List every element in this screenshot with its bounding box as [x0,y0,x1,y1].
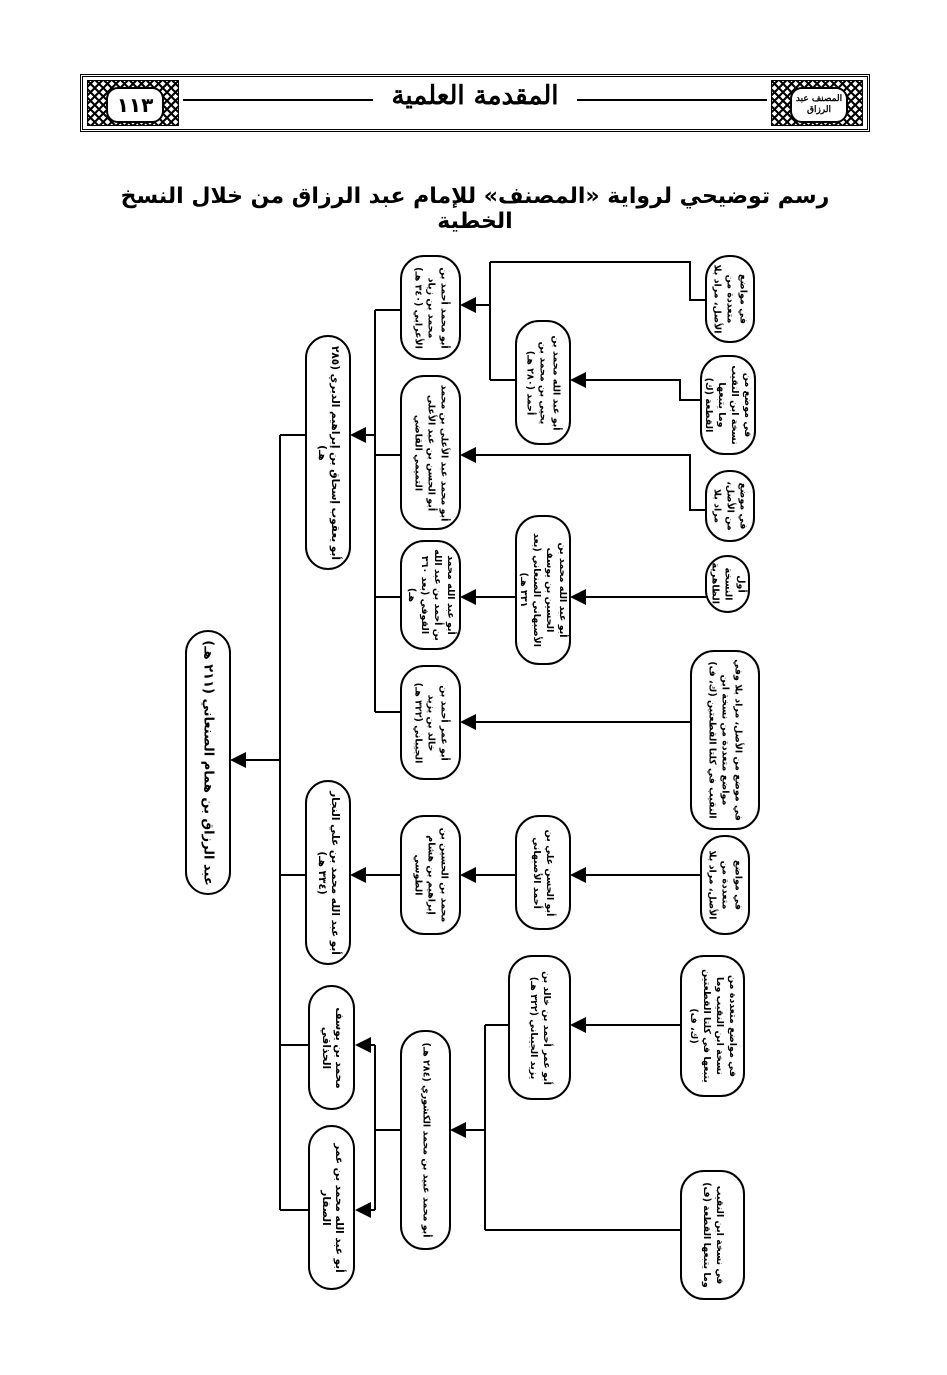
node-ibn-yahya: أبو عبد الله محمد بن يحيى بن محمد بن أحم… [515,320,571,445]
node-label: في نسخة ابن النقيب وما يتبعها القطعة (ف) [700,1182,725,1288]
node-alhudhaqi: محمد بن يوسف الحذاقي [308,985,355,1110]
node-label: أبو عبد الله محمد بن عمر الصفار [319,1142,345,1273]
node-label: أبو عبد الله محمد بن يحيى بن محمد بن أحم… [524,334,562,431]
node-altusi: محمد بن الحسين بن إبراهيم بن هشام الطوسي [400,815,461,935]
book-logo-ornament: المصنف عبد الرزاق [771,80,863,126]
node-label: في مواضع متعددة من نسخة ابن النقيب وما ي… [687,969,738,1083]
node-label: في موضع من الأصل، مراد بلا وفي مواضع متع… [706,659,744,821]
source-node: في نسخة ابن النقيب وما يتبعها القطعة (ف) [680,1170,745,1300]
source-node: في موضع من الأصل، مراد بلا وفي مواضع متع… [690,650,760,830]
node-label: في مواضع متعددة من الأصل، مراد بلا [706,850,744,920]
node-label: في مواضع متعددة من الأصل، مراد بلا [711,264,749,334]
connector [570,372,700,401]
node-label: أول النسخة الظاهرية [709,562,746,604]
book-logo-text: المصنف عبد الرزاق [795,94,843,115]
connector [460,447,706,511]
node-label: أبو عبد الله محمد بن علي النجار (٣٣٤ هـ) [316,790,341,955]
node-abdalala: أبو محمد عبد الأعلى بن محمد أبو الحسن بن… [400,375,461,530]
source-node: في موضع من نسخة ابن النقيب وما يتبعها ال… [700,355,756,455]
node-alqufi: أبو عبد الله محمد بن أحمد بن عبد الله ال… [400,540,461,650]
running-title: المقدمة العلمية [83,81,867,111]
divider [577,99,767,101]
node-label: أبو عبد الله محمد بن الحسين بن يوسف الأص… [518,533,568,647]
node-aljibani: أبو عمر أحمد بن خالد بن يزيد الجيباني (٣… [400,665,461,780]
node-alsaffar: أبو عبد الله محمد بن عمر الصفار [308,1125,355,1290]
node-aljibani-2: أبو عمر أحمد بن خالد بن يزيد الجيباني (٣… [508,955,571,1100]
node-label: أبو الحسن علي بن أحمد الأصبهاني [531,829,555,916]
node-label: محمد بن يوسف الحذاقي [319,1006,345,1089]
node-ishaq-aldabari: أبو يعقوب إسحاق بن إبراهيم الدبري (٢٨٥ ه… [305,335,351,570]
source-node: في موضع من الأصل، مراد بلا [705,470,755,542]
connector [490,261,706,301]
page-title: رسم توضيحي لرواية «المصنف» للإمام عبد ال… [120,184,830,234]
source-node: في مواضع متعددة من الأصل، مراد بلا [700,835,750,935]
running-header: ١١٣ المقدمة العلمية المصنف عبد الرزاق [80,74,870,132]
page-number-ornament: ١١٣ [87,80,179,126]
node-root: عبد الرزاق بن همام الصنعاني (٢١١ هـ) [185,630,231,895]
divider [183,99,373,101]
node-alkashwari: أبو محمد عبيد بن محمد الكشوري (٢٨٤ هـ) [400,1030,451,1250]
source-node: في مواضع متعددة من نسخة ابن النقيب وما ي… [680,955,745,1097]
node-label: أبو عبد الله محمد بن أحمد بن عبد الله ال… [405,549,456,641]
source-node: أول النسخة الظاهرية [705,555,750,613]
connector [375,309,402,713]
page-number: ١١٣ [116,93,154,117]
node-label: عبد الرزاق بن همام الصنعاني (٢١١ هـ) [200,639,216,886]
node-alarabi: أبو محمد أحمد بن محمد بن زياد الأعرابي (… [400,255,461,360]
node-label: أبو عمر أحمد بن خالد بن يزيد الجيباني (٣… [412,682,449,763]
node-label: أبو عمر أحمد بن خالد بن يزيد الجيباني (٣… [527,970,552,1085]
node-label: في موضع من نسخة ابن النقيب وما يتبعها ال… [703,365,753,445]
node-label: في موضع من الأصل، مراد بلا [711,481,749,531]
node-abu-alhasan-alasbahani: أبو الحسن علي بن أحمد الأصبهاني [515,815,571,930]
node-label: أبو محمد عبد الأعلى بن محمد أبو الحسن بن… [412,384,449,521]
node-alasbahani-alsanani: أبو عبد الله محمد بن الحسين بن يوسف الأص… [515,515,571,665]
source-node: في مواضع متعددة من الأصل، مراد بلا [705,255,755,343]
node-label: محمد بن الحسين بن إبراهيم بن هشام الطوسي [412,827,449,923]
node-label: أبو محمد عبيد بن محمد الكشوري (٢٨٤ هـ) [420,1042,431,1238]
node-label: أبو يعقوب إسحاق بن إبراهيم الدبري (٢٨٥ ه… [316,345,341,560]
node-alnajjar: أبو عبد الله محمد بن علي النجار (٣٣٤ هـ) [305,780,351,965]
node-label: أبو محمد أحمد بن محمد بن زياد الأعرابي (… [412,266,449,349]
